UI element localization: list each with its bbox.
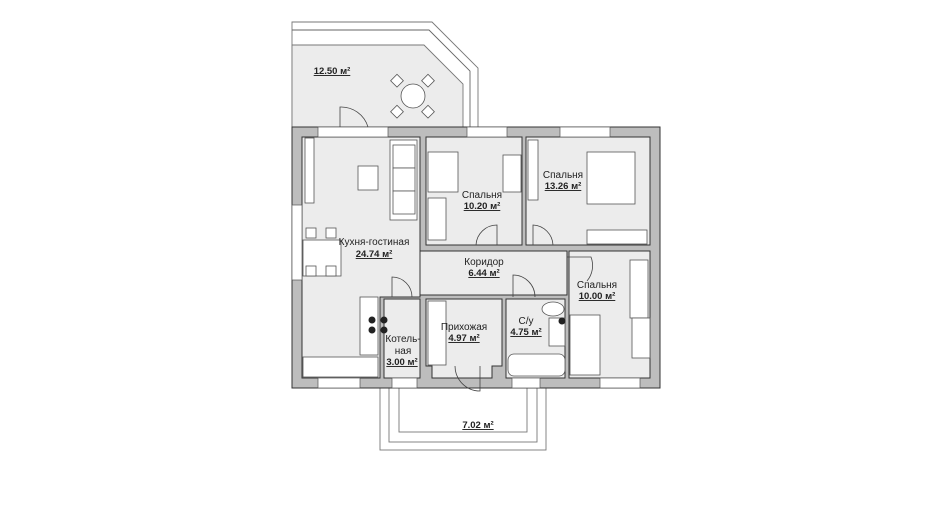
room-label-bedroom-3: Спальня bbox=[577, 280, 617, 291]
room-label-kitchen: Кухня-гостиная bbox=[339, 237, 410, 248]
room-label-hall: Прихожая bbox=[441, 322, 487, 333]
room-area-corridor: 6.44 м² bbox=[468, 268, 499, 279]
room-area-bathroom: 4.75 м² bbox=[510, 327, 541, 338]
room-area-bedroom-2: 13.26 м² bbox=[545, 181, 582, 192]
terrace-top bbox=[291, 21, 479, 128]
terrace-bottom bbox=[379, 387, 547, 451]
furniture bbox=[302, 137, 651, 378]
terrace-top-area: 12.50 м² bbox=[314, 66, 351, 77]
room-label-bedroom-2: Спальня bbox=[543, 170, 583, 181]
room-area-boiler: 3.00 м² bbox=[386, 357, 417, 368]
windows bbox=[291, 126, 641, 389]
doors bbox=[339, 106, 593, 392]
room-label-bathroom: С/у bbox=[519, 316, 534, 327]
room-area-bedroom-1: 10.20 м² bbox=[464, 201, 501, 212]
terrace-bottom-area: 7.02 м² bbox=[462, 420, 493, 431]
room-label-bedroom-1: Спальня bbox=[462, 190, 502, 201]
room-label-corridor: Коридор bbox=[464, 257, 504, 268]
room-label-boiler-2: ная bbox=[395, 346, 412, 357]
room-area-kitchen: 24.74 м² bbox=[356, 249, 393, 260]
room-area-bedroom-3: 10.00 м² bbox=[579, 291, 616, 302]
room-label-boiler-1: Котель- bbox=[385, 334, 420, 345]
room-area-hall: 4.97 м² bbox=[448, 333, 479, 344]
table-chairs-icon bbox=[390, 73, 435, 119]
